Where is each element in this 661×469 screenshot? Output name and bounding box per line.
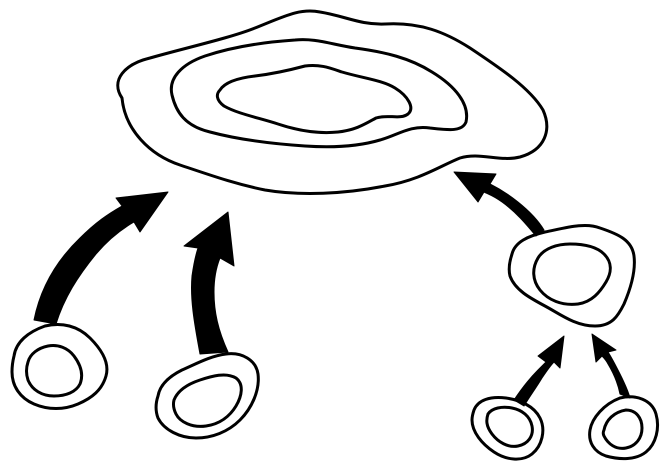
arrow-middle-to-large-cluster: [184, 212, 234, 354]
small-cluster-left-inner-contour: [27, 345, 82, 396]
small-cluster-left: [12, 325, 107, 409]
arrow-left-to-large-cluster: [34, 192, 168, 324]
large-cluster-inner-contour: [217, 65, 410, 132]
tiny-cluster-bottom-left-inner-contour: [487, 407, 533, 446]
tiny-cluster-bottom-right: [590, 397, 658, 459]
medium-cluster-right: [509, 225, 634, 326]
medium-cluster-right-outer-contour: [509, 225, 634, 326]
large-cluster-outer-contour: [118, 11, 547, 194]
small-cluster-middle-inner-contour: [173, 375, 241, 426]
arrow-bottom-right-to-medium-cluster: [592, 334, 630, 398]
tiny-cluster-bottom-right-inner-contour: [603, 410, 642, 448]
medium-cluster-right-inner-contour: [534, 244, 611, 304]
small-cluster-middle: [156, 354, 258, 438]
arrow-right-to-large-cluster: [454, 172, 544, 236]
tiny-cluster-bottom-left: [472, 398, 543, 460]
large-cluster-middle-contour: [171, 40, 466, 147]
arrow-bottom-left-to-medium-cluster: [514, 336, 564, 406]
large-cluster: [118, 11, 547, 194]
